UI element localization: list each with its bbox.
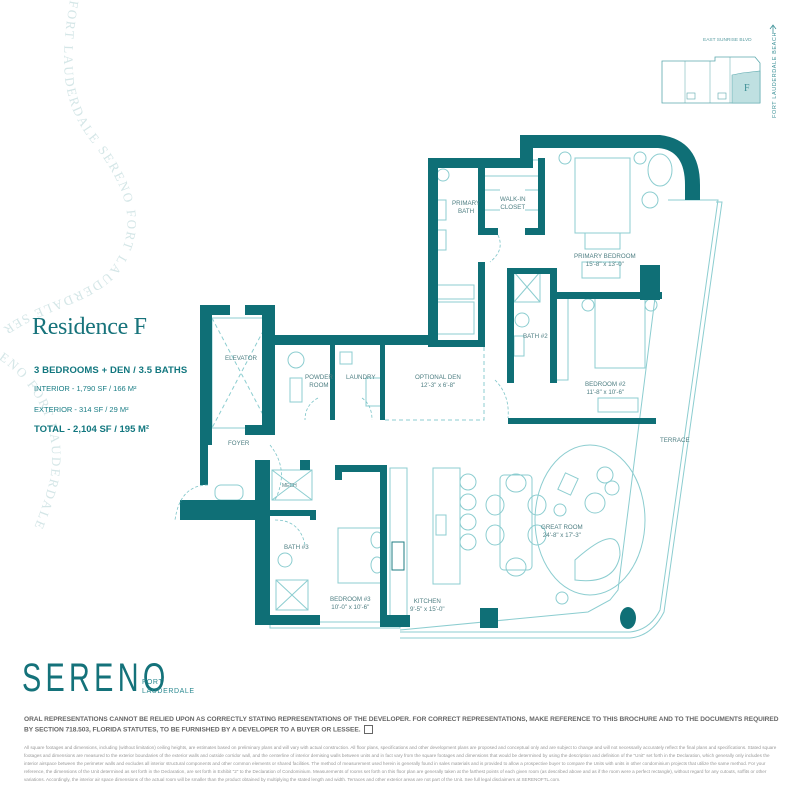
equal-housing-icon — [364, 725, 374, 734]
dining-table — [499, 474, 533, 571]
room-label-terrace: TERRACE — [660, 437, 690, 444]
room-label-elevator: ELEVATOR — [225, 355, 257, 362]
great-room-rug — [534, 444, 646, 596]
floor-plan — [174, 135, 723, 639]
exterior-area: EXTERIOR - 314 SF / 29 M² — [34, 405, 129, 414]
keyplan-unit-letter: F — [744, 83, 750, 94]
room-label-mech: MECH — [282, 483, 297, 489]
room-label-foyer: FOYER — [228, 440, 250, 447]
total-area: TOTAL - 2,104 SF / 195 M² — [34, 424, 150, 435]
room-label-primary-bath: PRIMARY BATH — [452, 200, 481, 215]
keyplan: F — [661, 56, 761, 104]
room-label-walk-in-closet: WALK-IN CLOSET — [500, 196, 526, 211]
interior-area: INTERIOR - 1,790 SF / 166 M² — [34, 384, 137, 393]
primary-bed — [574, 157, 631, 234]
bedroom-3-bed — [337, 527, 384, 584]
logo-location: FORT LAUDERDALE — [142, 679, 195, 695]
disclaimer-fine-print: All square footages and dimensions, incl… — [24, 745, 777, 782]
bedrooms-baths: 3 BEDROOMS + DEN / 3.5 BATHS — [34, 365, 188, 376]
sereno-logo: SERENO — [22, 656, 170, 700]
room-label-bath-2: BATH #2 — [523, 333, 548, 340]
walls — [180, 135, 700, 629]
residence-title: Residence F — [32, 314, 147, 340]
bedroom-2-bed — [594, 297, 646, 369]
room-label-bath-3: BATH #3 — [284, 544, 309, 551]
kitchen-island — [432, 467, 461, 585]
disclaimer-main: ORAL REPRESENTATIONS CANNOT BE RELIED UP… — [24, 716, 779, 734]
keyplan-street: EAST SUNRISE BLVD — [703, 38, 752, 43]
terrace-outline — [400, 199, 719, 633]
room-label-powder-room: POWDER ROOM — [305, 374, 333, 389]
keyplan-highlight — [731, 70, 761, 104]
watermark-curve: FORT LAUDERDALE SERENO FORT LAUDERDALE S… — [0, 0, 138, 533]
room-label-laundry: LAUNDRY — [346, 374, 376, 381]
arrow-up-icon — [769, 24, 777, 33]
